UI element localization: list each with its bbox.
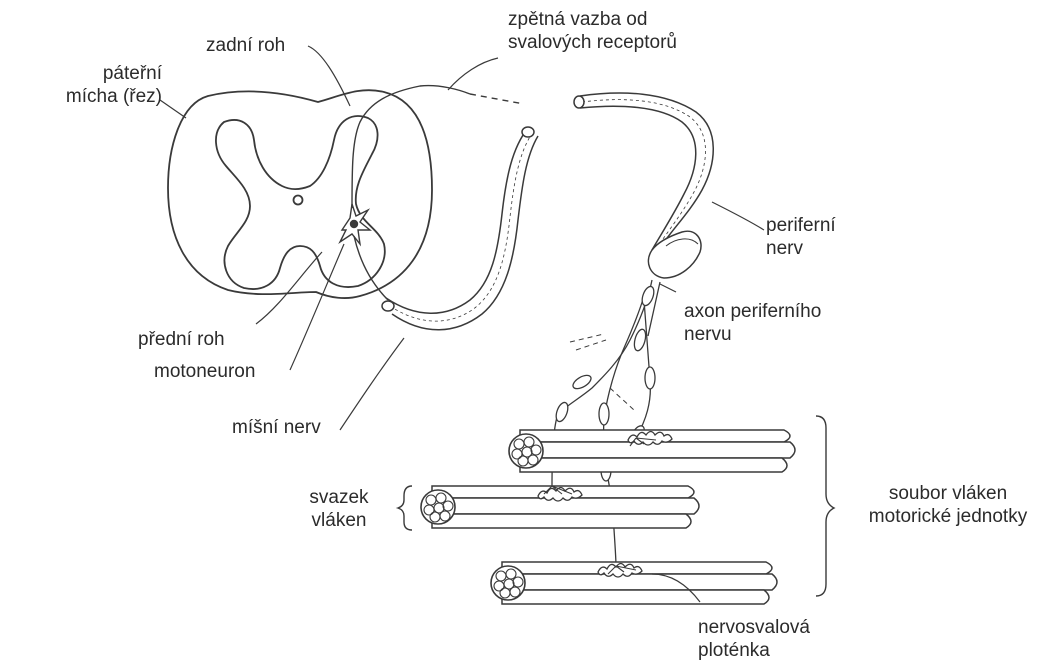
label-ventral-horn: přední roh	[138, 328, 225, 351]
label-dorsal-horn: zadní roh	[206, 34, 285, 57]
label-spinal-cord-line1: páteřní	[36, 62, 162, 85]
label-motor-unit: soubor vláken motorické jednotky	[848, 482, 1048, 528]
spinal-nerve-tube	[382, 127, 538, 330]
label-peripheral-nerve-line2: nerv	[766, 237, 836, 260]
label-spinal-cord: páteřní mícha (řez)	[36, 62, 162, 108]
label-endplate-line2: ploténka	[698, 639, 810, 662]
spinal-cord-outline	[168, 90, 432, 298]
label-fiber-bundle-line2: vláken	[284, 509, 394, 532]
label-peripheral-nerve: periferní nerv	[766, 214, 836, 260]
label-feedback-line2: svalových receptorů	[508, 31, 677, 54]
label-motor-unit-line2: motorické jednotky	[848, 505, 1048, 528]
peripheral-nerve-tube	[574, 93, 713, 278]
label-feedback: zpětná vazba od svalových receptorů	[508, 8, 677, 54]
label-feedback-line1: zpětná vazba od	[508, 8, 677, 31]
label-fiber-bundle-line1: svazek	[284, 486, 394, 509]
label-motoneuron: motoneuron	[154, 360, 255, 383]
label-motor-unit-line1: soubor vláken	[848, 482, 1048, 505]
motor-unit-brace	[816, 416, 834, 596]
label-axon-line1: axon periferního	[684, 300, 821, 323]
motor-axon-root	[354, 236, 388, 300]
gray-matter	[216, 116, 385, 289]
label-fiber-bundle: svazek vláken	[284, 486, 394, 532]
label-endplate-line1: nervosvalová	[698, 616, 810, 639]
label-endplate: nervosvalová ploténka	[698, 616, 810, 662]
label-axon: axon periferního nervu	[684, 300, 821, 346]
label-axon-line2: nervu	[684, 323, 821, 346]
central-canal	[294, 196, 303, 205]
label-spinal-cord-line2: mícha (řez)	[36, 85, 162, 108]
bundle-brace	[398, 486, 412, 530]
label-peripheral-nerve-line1: periferní	[766, 214, 836, 237]
label-spinal-nerve: míšní nerv	[232, 416, 321, 439]
spinal-cord-section	[168, 90, 432, 298]
sensory-fiber	[352, 86, 524, 208]
